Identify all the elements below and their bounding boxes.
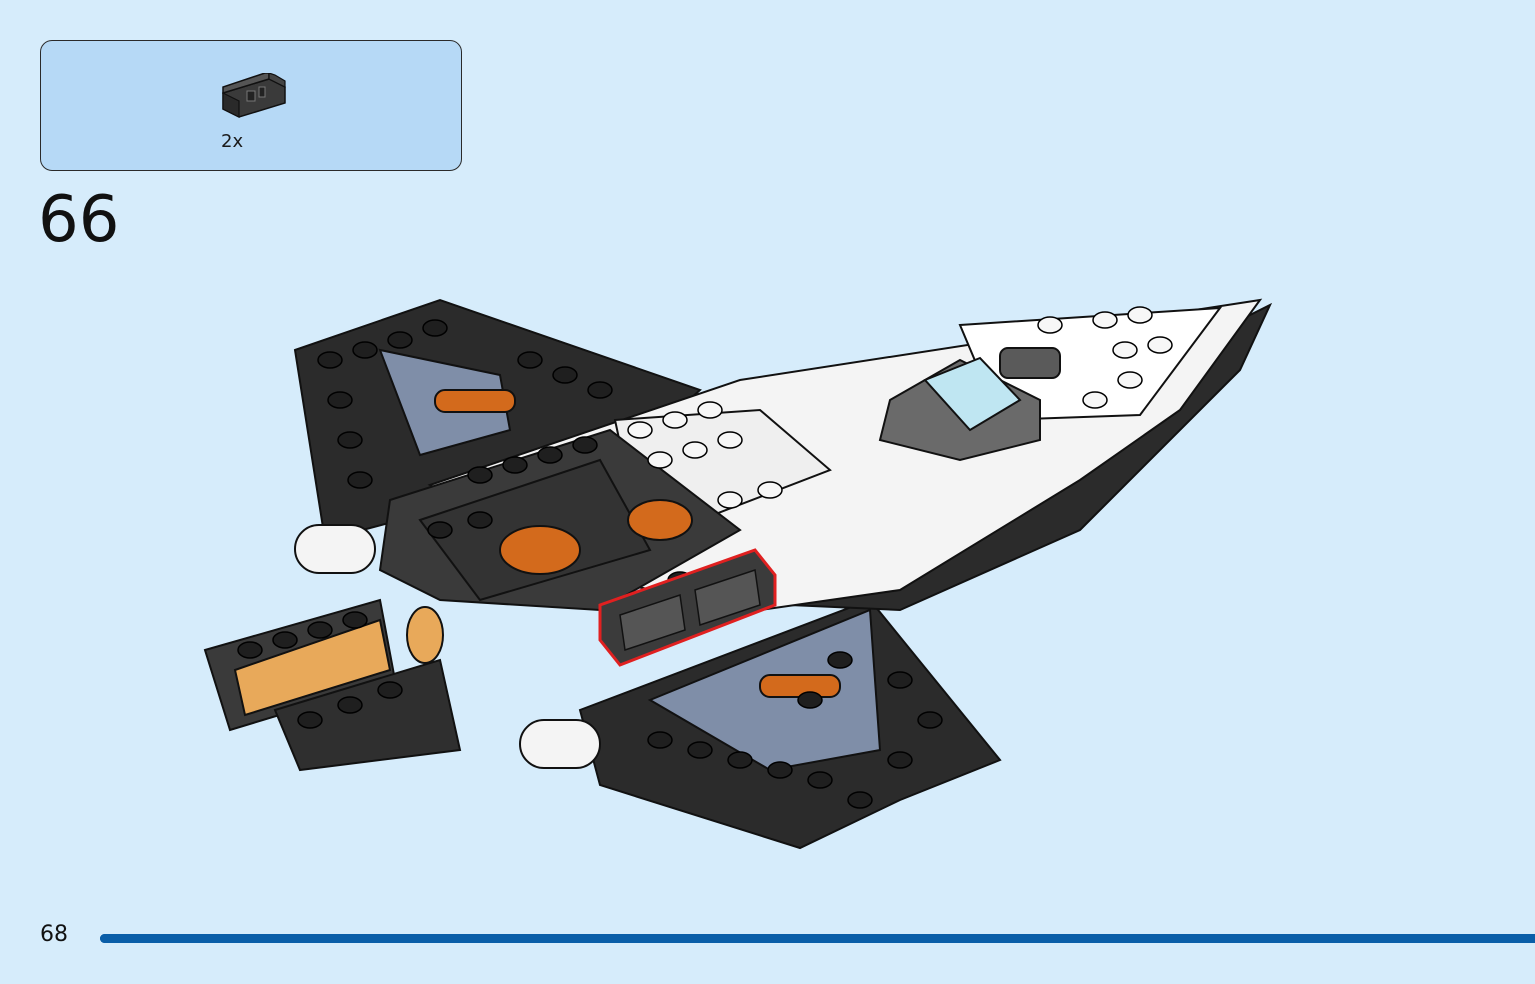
highlighted-new-parts bbox=[598, 548, 777, 667]
part-quantity: 2x bbox=[221, 131, 244, 152]
page-number: 68 bbox=[40, 922, 68, 947]
step-number: 66 bbox=[38, 183, 120, 257]
bracket-piece-icon bbox=[222, 73, 286, 118]
progress-bar-fill bbox=[100, 934, 1535, 943]
spaceship-model-illustration bbox=[203, 298, 1273, 850]
parts-callout-box: 2x bbox=[40, 40, 462, 171]
progress-bar bbox=[100, 934, 1535, 943]
